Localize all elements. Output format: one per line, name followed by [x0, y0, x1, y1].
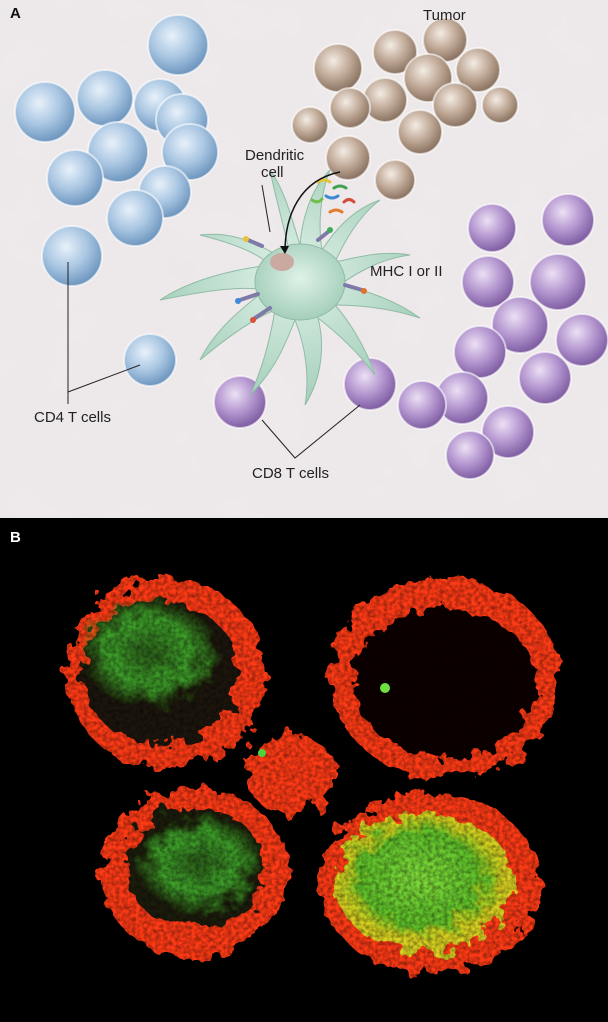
- cd8-t-cell: [445, 430, 495, 480]
- cd8-t-cell: [529, 253, 587, 311]
- tumor-cell: [374, 159, 416, 201]
- cd4-t-cells: [14, 14, 219, 387]
- label-cd4-t-cells: CD4 T cells: [34, 409, 111, 426]
- antigen-fragments: [310, 178, 356, 214]
- label-mhc: MHC I or II: [370, 263, 443, 280]
- tumor-cell: [313, 43, 363, 93]
- green-spot: [380, 683, 390, 693]
- cd4-t-cell: [161, 123, 219, 181]
- cd4-t-cell: [87, 121, 149, 183]
- fluorescence-image: B: [0, 518, 608, 1017]
- label-dendritic-line2: cell: [261, 164, 284, 181]
- panel-letter-b: B: [10, 529, 21, 546]
- antigen-uptake: [270, 253, 294, 271]
- cd8-t-cell: [481, 405, 535, 459]
- uptake-arrow: [284, 171, 341, 253]
- tumor-cell: [329, 87, 371, 129]
- cd8-t-cell: [343, 357, 397, 411]
- tumor-cells: [291, 17, 519, 201]
- cd4-t-cell: [123, 333, 177, 387]
- cd4-t-cell: [76, 69, 134, 127]
- label-tumor: Tumor: [423, 7, 466, 24]
- tumor-cell: [325, 135, 371, 181]
- cd8-t-cell: [397, 380, 447, 430]
- cd8-t-cells: [213, 193, 608, 480]
- cd4-t-cell: [106, 189, 164, 247]
- tumor-cell: [481, 86, 519, 124]
- cd4-t-cell: [14, 81, 76, 143]
- panel-b-micrograph: B: [0, 518, 608, 1017]
- green-spot: [258, 749, 266, 757]
- cd8-t-cell: [461, 255, 515, 309]
- cd4-t-cell: [46, 149, 104, 207]
- cd4-t-cell: [41, 225, 103, 287]
- label-cd8-t-cells: CD8 T cells: [252, 465, 329, 482]
- cd8-t-cell: [518, 351, 572, 405]
- tumor-cell: [455, 47, 501, 93]
- tumor-cell: [291, 106, 329, 144]
- cd8-t-cell: [555, 313, 608, 367]
- cd8-t-cell: [453, 325, 507, 379]
- tumor-cell: [397, 109, 443, 155]
- tumor-cell: [372, 29, 418, 75]
- panel-a-illustration: A Tumor Dendritic cell MHC I or II CD4 T…: [0, 0, 608, 518]
- mhc-molecules: [235, 227, 367, 323]
- cd8-t-cell: [491, 296, 549, 354]
- cd8-t-cell: [467, 203, 517, 253]
- panel-letter-a: A: [10, 5, 21, 22]
- callout-lines: [67, 184, 361, 459]
- immune-cell-diagram: A Tumor Dendritic cell MHC I or II CD4 T…: [0, 0, 608, 518]
- label-dendritic-line1: Dendritic: [245, 147, 305, 164]
- tumor-cell: [432, 82, 478, 128]
- cd4-t-cell: [147, 14, 209, 76]
- cd8-t-cell: [541, 193, 595, 247]
